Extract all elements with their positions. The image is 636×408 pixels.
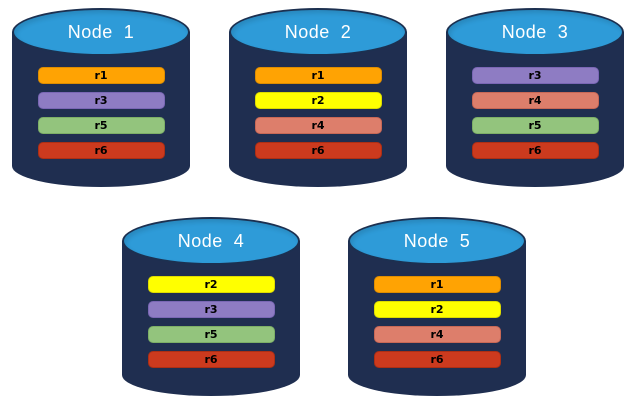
replica-bars: r1 r3 r5 r6 [12, 67, 190, 159]
cylinder-top: Node 1 [12, 8, 190, 56]
replica-bar-r2: r2 [254, 92, 382, 109]
replica-bar-label: r2 [204, 278, 218, 291]
replica-bar-r6: r6 [471, 142, 599, 159]
cylinder-top: Node 4 [122, 217, 300, 265]
replica-bar-r5: r5 [37, 117, 165, 134]
node-title: Node 1 [67, 21, 135, 42]
cylinder-top: Node 3 [446, 8, 624, 56]
node-cylinder: Node 1 r1 r3 r5 r6 [12, 8, 190, 187]
node-title: Node 5 [403, 230, 471, 251]
node-title: Node 2 [284, 21, 352, 42]
replica-bar-r1: r1 [373, 276, 501, 293]
cylinder-body [12, 32, 190, 187]
cylinder-top: Node 5 [348, 217, 526, 265]
replica-bar-label: r6 [528, 144, 542, 157]
replica-bars: r3 r4 r5 r6 [446, 67, 624, 159]
replica-bar-r3: r3 [37, 92, 165, 109]
replica-bar-r4: r4 [373, 326, 501, 343]
replica-bar-label: r6 [94, 144, 108, 157]
node-row-top: Node 1 r1 r3 r5 r6 Node 2 r1 r2 r4 r6 Node 3 r… [0, 8, 636, 187]
replica-bar-label: r5 [94, 119, 108, 132]
node-cylinder: Node 4 r2 r3 r5 r6 [122, 217, 300, 396]
replica-bar-label: r6 [204, 353, 218, 366]
replica-bar-label: r3 [204, 303, 218, 316]
node-title: Node 4 [177, 230, 245, 251]
replica-bar-label: r6 [311, 144, 325, 157]
replica-bar-label: r2 [311, 94, 325, 107]
node-row-bottom: Node 4 r2 r3 r5 r6 Node 5 r1 r2 r4 r6 [0, 217, 636, 396]
replica-bar-label: r3 [528, 69, 542, 82]
node-title: Node 3 [501, 21, 569, 42]
replica-bar-r3: r3 [147, 301, 275, 318]
replica-bar-r4: r4 [254, 117, 382, 134]
replica-bar-r1: r1 [37, 67, 165, 84]
replica-bar-r6: r6 [254, 142, 382, 159]
replica-bar-label: r1 [311, 69, 325, 82]
replica-bar-label: r1 [430, 278, 444, 291]
node-cylinder: Node 3 r3 r4 r5 r6 [446, 8, 624, 187]
replica-bar-r6: r6 [37, 142, 165, 159]
cylinder-body [122, 241, 300, 396]
replica-bars: r1 r2 r4 r6 [348, 276, 526, 368]
replica-bar-r1: r1 [254, 67, 382, 84]
replica-bar-label: r1 [94, 69, 108, 82]
replica-bar-r2: r2 [147, 276, 275, 293]
cylinder-body [446, 32, 624, 187]
replica-bar-r3: r3 [471, 67, 599, 84]
replica-bar-r5: r5 [147, 326, 275, 343]
replica-bar-r4: r4 [471, 92, 599, 109]
replica-bar-label: r5 [528, 119, 542, 132]
replica-bar-label: r4 [311, 119, 325, 132]
cylinder-top: Node 2 [229, 8, 407, 56]
cylinder-body [229, 32, 407, 187]
replica-bar-r6: r6 [373, 351, 501, 368]
node-cylinder: Node 5 r1 r2 r4 r6 [348, 217, 526, 396]
replica-bar-label: r2 [430, 303, 444, 316]
replica-bar-r2: r2 [373, 301, 501, 318]
replica-bar-label: r6 [430, 353, 444, 366]
replica-bars: r1 r2 r4 r6 [229, 67, 407, 159]
replica-bars: r2 r3 r5 r6 [122, 276, 300, 368]
replica-bar-r5: r5 [471, 117, 599, 134]
cylinder-body [348, 241, 526, 396]
replica-bar-label: r5 [204, 328, 218, 341]
node-cylinder: Node 2 r1 r2 r4 r6 [229, 8, 407, 187]
replica-bar-label: r4 [528, 94, 542, 107]
replica-bar-r6: r6 [147, 351, 275, 368]
replica-bar-label: r3 [94, 94, 108, 107]
replica-bar-label: r4 [430, 328, 444, 341]
